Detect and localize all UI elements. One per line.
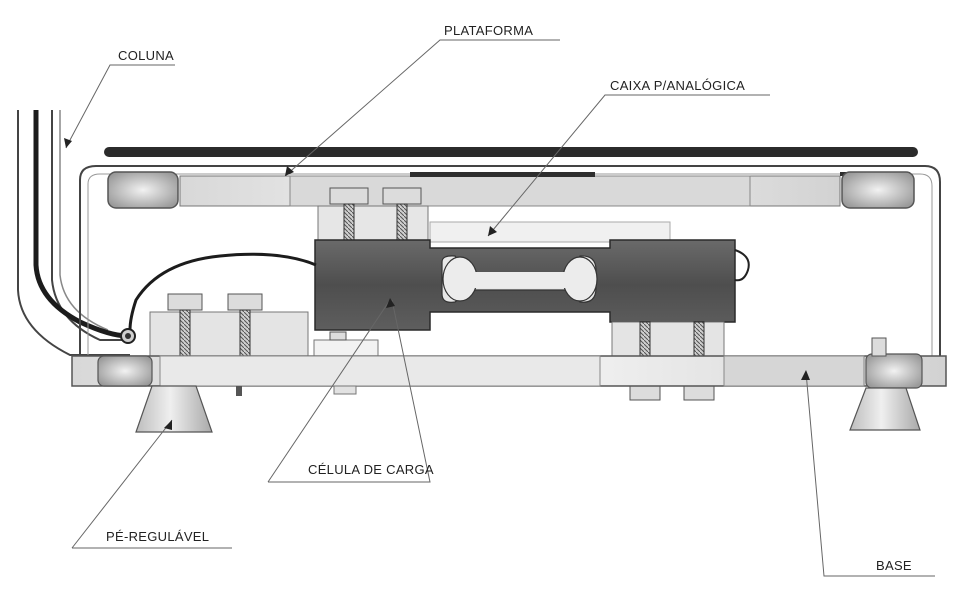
column-tube-outer — [17, 110, 130, 356]
label-base: BASE — [876, 558, 912, 573]
platform-top-mat — [104, 147, 918, 157]
callout-caixa: CAIXA P/ANALÓGICA — [487, 78, 770, 237]
load-cell-cable — [128, 252, 317, 331]
callout-coluna: COLUNA — [64, 48, 175, 149]
base-rubber-right — [865, 353, 923, 389]
platform-frame — [79, 165, 941, 378]
left-mount-block — [149, 293, 379, 358]
platform-rubber-right — [841, 171, 915, 209]
callout-base: BASE — [801, 370, 935, 577]
adjustable-foot-left — [135, 385, 213, 433]
right-mount-block — [611, 321, 725, 401]
upper-mount-block — [317, 187, 429, 245]
adjustable-foot-right — [849, 387, 921, 431]
column-tube-inner — [51, 110, 130, 341]
analog-box — [429, 221, 671, 243]
base — [71, 337, 947, 396]
callout-plataforma: PLATAFORMA — [284, 23, 560, 177]
column-cable — [33, 110, 129, 339]
label-plataforma: PLATAFORMA — [444, 23, 533, 38]
callout-celula: CÉLULA DE CARGA — [267, 298, 434, 483]
callout-pe: PÉ-REGULÁVEL — [71, 419, 232, 549]
base-rubber-left — [97, 355, 153, 387]
load-cell — [314, 239, 750, 331]
column-assembly — [17, 110, 136, 356]
platform-rubber-left — [107, 171, 179, 209]
label-celula: CÉLULA DE CARGA — [308, 462, 434, 477]
label-pe: PÉ-REGULÁVEL — [106, 529, 209, 544]
label-caixa: CAIXA P/ANALÓGICA — [610, 78, 745, 93]
column-tube-mid — [59, 110, 109, 331]
label-coluna: COLUNA — [118, 48, 174, 63]
